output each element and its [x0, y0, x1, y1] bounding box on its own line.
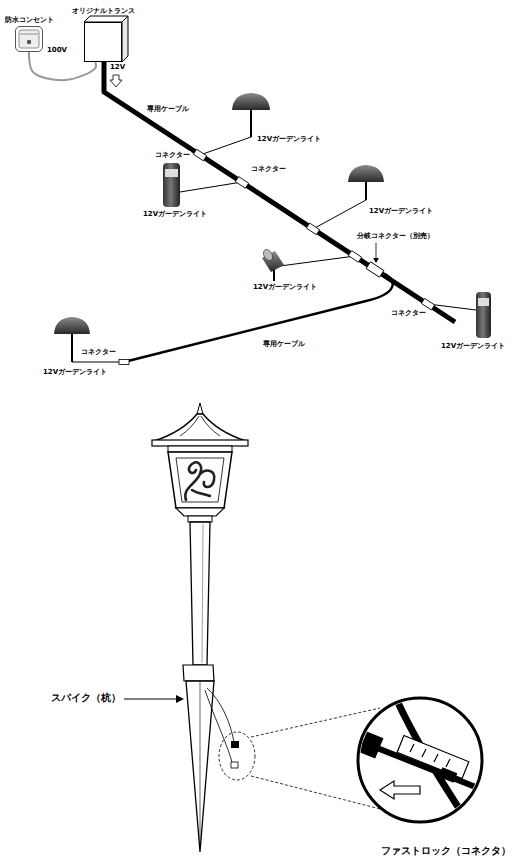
connector-cap: [359, 731, 384, 758]
lamp-roof: [154, 414, 246, 441]
cable-label: 専用ケーブル: [262, 340, 306, 348]
roof-rim: [152, 440, 248, 446]
node-heading: オリジナルトランス: [72, 7, 135, 15]
detail-magnifier: [358, 698, 482, 822]
output-arrow: [110, 75, 122, 87]
connector-latch: [439, 767, 458, 782]
light-wire: [72, 362, 119, 363]
detail-circle: [219, 732, 255, 780]
outlet-hinge: [20, 34, 38, 35]
connector-label: コネクター: [154, 151, 191, 159]
connector-symbol: [235, 177, 248, 189]
small-connector: [231, 741, 239, 748]
detail-leader: [251, 708, 380, 737]
outlet-box: 防水コンセント: [15, 26, 43, 52]
light-wire: [313, 200, 366, 229]
branch-connector-symbol: [366, 262, 384, 277]
connector-teeth: [410, 744, 450, 767]
connector-label: コネクター: [390, 309, 427, 317]
part-label: ファストロック（コネクタ）: [380, 845, 512, 856]
pointer-line: [124, 699, 178, 700]
fastlock-drawing: [352, 696, 488, 825]
lantern-base: [176, 508, 224, 516]
lantern-neck: [168, 446, 232, 452]
transformer-box: オリジナルトランス: [84, 22, 122, 62]
part-label: スパイク（杭）: [50, 692, 122, 704]
outlet-socket: [27, 40, 31, 44]
node-heading: 防水コンセント: [5, 16, 54, 24]
light-wire: [200, 137, 251, 155]
bollard-lens: [478, 298, 489, 306]
mushroom-light: [232, 93, 270, 110]
mushroom-light: [54, 317, 90, 334]
light-label: 12Vガーデンライト: [256, 135, 322, 143]
light-stem: [273, 270, 275, 281]
small-connector: [231, 762, 238, 768]
lantern-scroll: [185, 462, 214, 500]
bollard-light: [163, 163, 180, 207]
transformer-side: [122, 16, 128, 62]
main-cable: [104, 62, 455, 322]
pointer-head: [373, 258, 379, 263]
bollard-lens: [165, 169, 178, 177]
light-label: 12Vガーデンライト: [368, 207, 434, 215]
roof-rib: [180, 416, 220, 436]
spike: [186, 681, 214, 852]
push-arrow: [380, 781, 420, 799]
spot-lens: [262, 248, 275, 262]
connector-body: [397, 736, 469, 779]
light-stem: [250, 110, 252, 137]
lamp-pole: [190, 522, 210, 665]
branch-cable: [128, 272, 393, 361]
lamp-finial: [197, 403, 203, 414]
outlet-cover: [19, 30, 39, 48]
cable-label: 専用ケーブル: [146, 105, 190, 113]
light-label: 12Vガーデンライト: [252, 283, 318, 291]
branch-connector-label: 分岐コネクター（別売）: [356, 232, 435, 240]
light-label: 12Vガーデンライト: [42, 368, 108, 376]
lantern-collar: [188, 516, 212, 522]
light-wire: [280, 256, 355, 266]
pole-shade: [202, 524, 203, 663]
light-label: 12Vガーデンライト: [142, 210, 208, 218]
voltage-label: 100V: [46, 46, 68, 54]
connector-symbol: [306, 223, 319, 235]
spike-collar: [183, 665, 214, 681]
connector-symbol: [348, 251, 361, 263]
mushroom-light: [348, 165, 384, 182]
connector-symbol: [119, 360, 129, 365]
light-wire: [180, 182, 242, 192]
voltage-label: 12V: [109, 63, 126, 71]
pointer-head: [176, 695, 184, 703]
light-stem: [71, 334, 73, 362]
lantern-body: [168, 452, 232, 508]
pointer-line: [376, 243, 377, 259]
light-label: 12Vガーデンライト: [440, 342, 506, 350]
connector-label: コネクター: [250, 165, 287, 173]
light-stem: [365, 182, 367, 200]
spike-ridge: [200, 681, 201, 848]
connector-symbol: [193, 149, 206, 161]
light-wire: [428, 304, 476, 310]
bollard-light: [476, 292, 491, 338]
lantern-panel: [176, 458, 224, 502]
connector-label: コネクター: [80, 348, 117, 356]
